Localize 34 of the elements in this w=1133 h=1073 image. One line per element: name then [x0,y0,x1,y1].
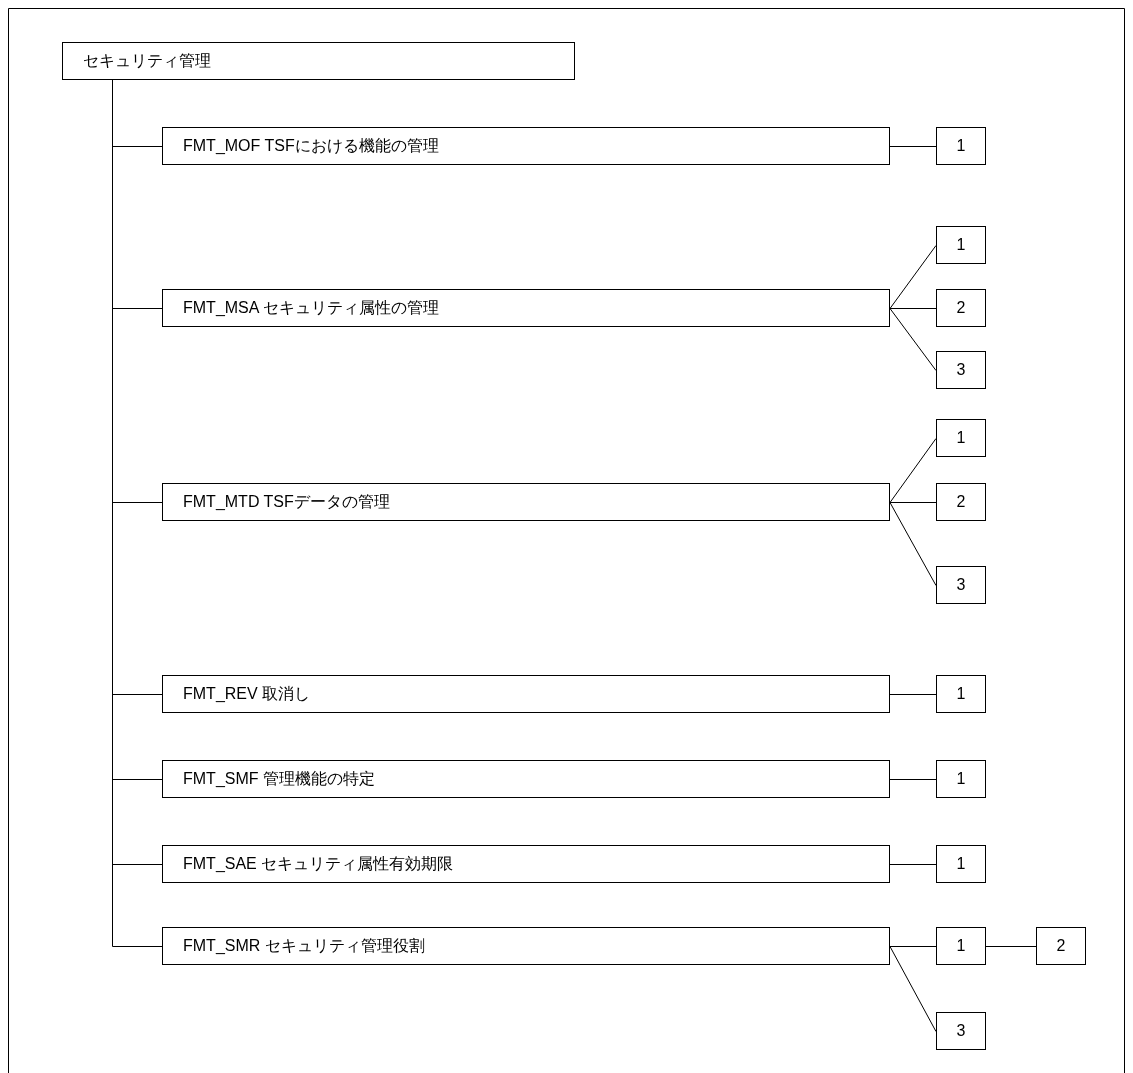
level-box: 1 [936,760,986,798]
connector-line [889,438,937,503]
level-box: 3 [936,351,986,389]
family-box: FMT_MTD TSFデータの管理 [162,483,890,521]
level-box: 1 [936,127,986,165]
level-box: 1 [936,927,986,965]
level-box: 2 [936,289,986,327]
level-box: 1 [936,226,986,264]
level-box: 2 [1036,927,1086,965]
connector-line [889,502,937,586]
connector-line [889,946,937,1032]
connector-line [889,864,937,865]
connector-line [889,502,937,503]
level-box: 1 [936,419,986,457]
family-box: FMT_SMR セキュリティ管理役割 [162,927,890,965]
family-box: FMT_MSA セキュリティ属性の管理 [162,289,890,327]
connector-line [889,946,937,947]
level-box: 3 [936,1012,986,1050]
level-box: 3 [936,566,986,604]
family-box: FMT_MOF TSFにおける機能の管理 [162,127,890,165]
connector-line [889,779,937,780]
family-box: FMT_REV 取消し [162,675,890,713]
level-box: 1 [936,675,986,713]
level-box: 2 [936,483,986,521]
family-box: FMT_SAE セキュリティ属性有効期限 [162,845,890,883]
level-box: 1 [936,845,986,883]
connector-line [889,694,937,695]
category-box: セキュリティ管理 [62,42,575,80]
connector-line [985,946,1037,947]
family-box: FMT_SMF 管理機能の特定 [162,760,890,798]
connector-line [889,308,937,371]
connector-line [889,245,937,309]
connector-line [889,308,937,309]
connector-line [889,146,937,147]
